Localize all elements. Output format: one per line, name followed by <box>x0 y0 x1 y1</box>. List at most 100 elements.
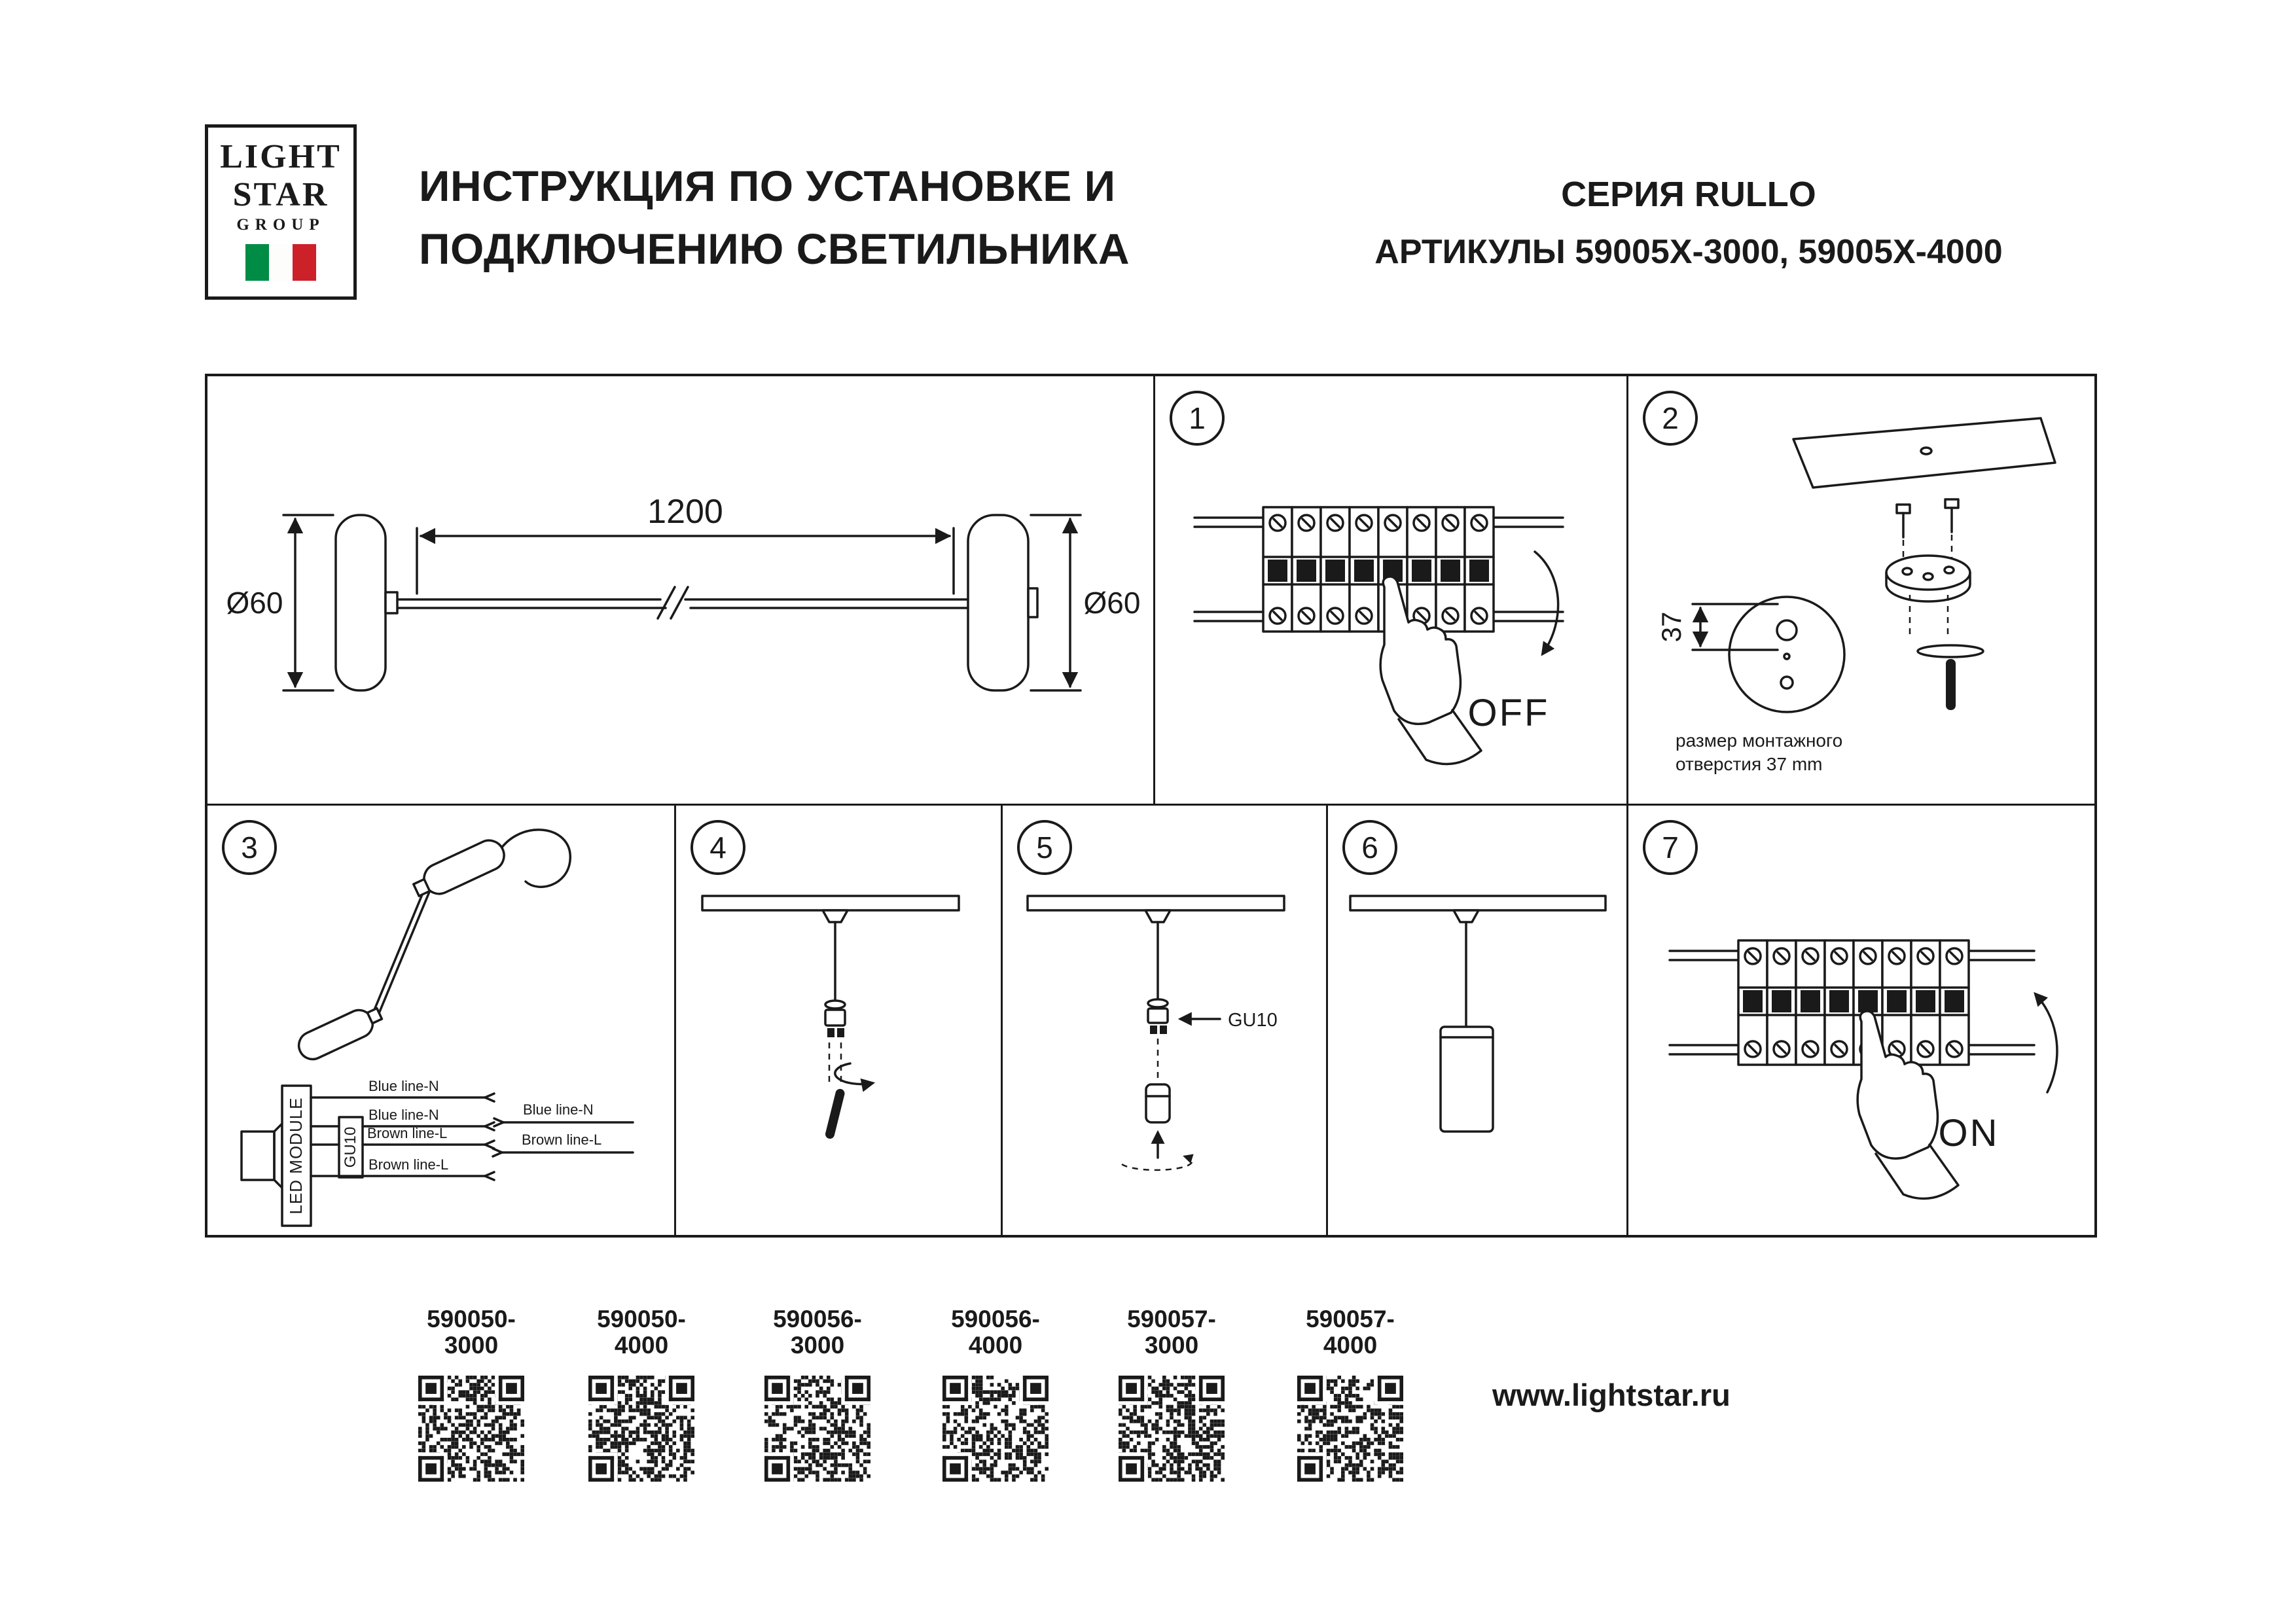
on-arrow-icon <box>2034 991 2058 1094</box>
cord-connector <box>1147 998 1169 1034</box>
off-label: OFF <box>1468 692 1550 734</box>
mounting-screws <box>1895 498 1960 566</box>
wire-label-4: Brown line-L <box>368 1156 448 1173</box>
canopy-cup <box>1885 554 1971 638</box>
hand-icon <box>1856 1010 1960 1200</box>
qr-item: 590050-4000 <box>576 1306 707 1485</box>
panel-step-1: 1 <box>1155 376 1628 806</box>
breaker-strip <box>1193 506 1564 633</box>
step-2-drawing: 37 размер монтажного отверстия 37 mm <box>1656 417 2056 774</box>
overview-drawing: 1200 Ø60 Ø60 <box>226 493 1141 692</box>
qr-item: 590057-3000 <box>1106 1306 1237 1485</box>
qr-label: 590050-4000 <box>597 1306 686 1359</box>
gu10-callout-label: GU10 <box>1228 1010 1278 1031</box>
led-module-label: LED MODULE <box>286 1097 306 1214</box>
rotate-arrow-icon <box>1121 1154 1194 1171</box>
qr-code-canvas <box>942 1376 1049 1482</box>
qr-code-canvas <box>418 1376 524 1482</box>
dim-right-label: Ø60 <box>1084 586 1141 620</box>
step-3-drawing: LED MODULE GU10 Blue line-N Blue line-N … <box>240 829 634 1227</box>
qr-code-canvas <box>764 1376 870 1482</box>
pendant-rod <box>825 1088 845 1139</box>
anchor-pin <box>1916 644 1984 710</box>
step-1-badge: 1 <box>1170 391 1225 446</box>
logo-word-star: STAR <box>232 176 329 213</box>
gu10-socket-label: GU10 <box>342 1127 359 1168</box>
gu10-bulb <box>1145 1083 1171 1124</box>
qr-item: 590056-4000 <box>930 1306 1061 1485</box>
twist-arrow-icon <box>834 1062 876 1092</box>
wiring-diagram: LED MODULE GU10 Blue line-N Blue line-N … <box>240 1078 634 1227</box>
lamp-angled <box>297 829 571 1061</box>
page-title-line2: ПОДКЛЮЧЕНИЮ СВЕТИЛЬНИКА <box>419 224 1130 273</box>
panel-overview: 1200 Ø60 Ø60 <box>207 376 1155 806</box>
step-7-drawing: ON <box>1668 939 2058 1200</box>
dim-left-label: Ø60 <box>226 586 283 620</box>
page-title-line1: ИНСТРУКЦИЯ ПО УСТАНОВКЕ И <box>419 162 1116 210</box>
ceiling <box>1349 895 1607 912</box>
cylinder-shade <box>1439 1026 1494 1133</box>
series-title: СЕРИЯ RULLO <box>1561 175 1816 214</box>
step-6-badge: 6 <box>1342 820 1397 875</box>
step-3-badge: 3 <box>222 820 277 875</box>
canopy-cone <box>1144 909 1172 923</box>
panel-step-4: 4 <box>676 806 1003 1235</box>
lightstar-logo: LIGHT STAR GROUP <box>205 124 357 300</box>
hand-icon <box>1379 575 1482 766</box>
website-text: www.lightstar.ru <box>1492 1378 1731 1412</box>
mains-wire-label-1: Blue line-N <box>523 1101 594 1118</box>
qr-item: 590056-3000 <box>752 1306 883 1485</box>
step-7-badge: 7 <box>1643 820 1698 875</box>
step-6-drawing <box>1349 895 1607 1133</box>
panel-step-2: 2 <box>1628 376 2094 806</box>
on-label: ON <box>1939 1112 2000 1154</box>
articles-line: АРТИКУЛЫ 59005X-3000, 59005X-4000 <box>1374 233 2003 271</box>
lamp-head-left <box>334 514 399 692</box>
panel-step-7: 7 <box>1628 806 2094 1235</box>
step-2-badge: 2 <box>1643 391 1698 446</box>
instruction-grid: 1200 Ø60 Ø60 1 <box>205 374 2097 1238</box>
qr-code-canvas <box>1119 1376 1225 1482</box>
ceiling-plate <box>1792 417 2056 489</box>
dim-left: Ø60 <box>226 514 334 692</box>
qr-item: 590050-3000 <box>406 1306 537 1485</box>
dim-length: 1200 <box>416 493 955 595</box>
qr-label: 590056-4000 <box>951 1306 1040 1359</box>
step-4-badge: 4 <box>691 820 745 875</box>
qr-label: 590057-3000 <box>1127 1306 1216 1359</box>
off-arrow-icon <box>1534 550 1560 656</box>
dim-length-label: 1200 <box>647 493 723 531</box>
qr-label: 590050-3000 <box>427 1306 516 1359</box>
canopy-cone <box>1452 909 1480 923</box>
hole-dimension: 37 <box>1656 603 1779 651</box>
panel-step-5: 5 GU10 <box>1003 806 1328 1235</box>
page-title: ИНСТРУКЦИЯ ПО УСТАНОВКЕ И ПОДКЛЮЧЕНИЮ СВ… <box>419 154 1130 280</box>
breaker-strip <box>1668 939 2036 1066</box>
logo-word-group: GROUP <box>236 216 325 234</box>
italy-flag-icon <box>245 244 316 281</box>
wire-label-3: Brown line-L <box>367 1125 447 1141</box>
dim-right: Ø60 <box>1030 514 1141 692</box>
lamp-head-right <box>967 514 1039 692</box>
qr-item: 590057-4000 <box>1285 1306 1416 1485</box>
step-4-drawing <box>701 895 960 1139</box>
series-block: СЕРИЯ RULLO АРТИКУЛЫ 59005X-3000, 59005X… <box>1296 165 2081 280</box>
ceiling <box>1026 895 1285 912</box>
panel-step-6: 6 <box>1328 806 1628 1235</box>
wire-label-2: Blue line-N <box>368 1107 439 1123</box>
logo-word-light: LIGHT <box>220 138 342 175</box>
step-1-drawing: OFF <box>1193 506 1564 766</box>
mounting-note-line2: отверстия 37 mm <box>1676 754 1822 774</box>
gu10-socket-box <box>338 1116 364 1179</box>
qr-code-canvas <box>1297 1376 1403 1482</box>
mounting-plate <box>1728 596 1846 713</box>
mains-wire-label-2: Brown line-L <box>522 1132 601 1148</box>
cord-connector <box>824 999 846 1037</box>
qr-code-canvas <box>588 1376 694 1482</box>
mounting-note-line1: размер монтажного <box>1676 730 1842 751</box>
led-module-box <box>281 1084 312 1227</box>
hole-dim-label: 37 <box>1656 612 1687 643</box>
step-5-drawing: GU10 <box>1026 895 1285 1171</box>
wire-label-1: Blue line-N <box>368 1078 439 1094</box>
